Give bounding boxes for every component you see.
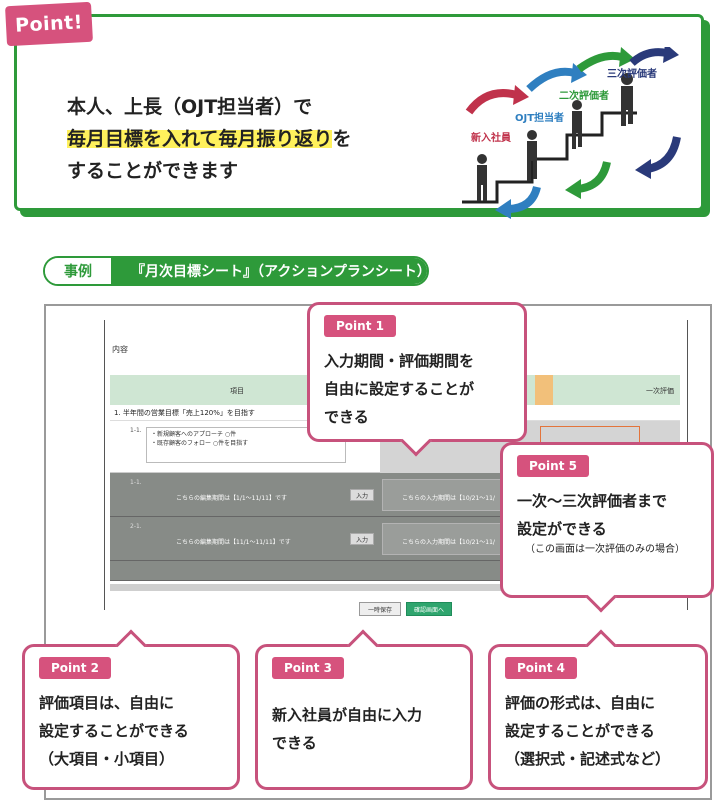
case-title: 『月次目標シート』（アクションプランシート） <box>111 258 427 284</box>
label-new-employee: 新入社員 <box>471 133 511 144</box>
callout-point3: Point 3 新入社員が自由に入力 できる <box>255 644 473 790</box>
person-figures <box>477 73 633 201</box>
header-eval: 一次評価 <box>646 387 674 395</box>
highlighted-text: 毎月目標を入れて毎月振り返り <box>67 128 333 150</box>
confirm-button[interactable]: 確認画面へ <box>406 602 452 616</box>
input-button[interactable]: 入力 <box>350 489 374 501</box>
career-stairs-illustration: 新入社員 OJT担当者 二次評価者 三次評価者 <box>457 43 707 222</box>
label-ojt: OJT担当者 <box>515 113 565 124</box>
header-item: 項目 <box>230 387 244 395</box>
callout-point4: Point 4 評価の形式は、自由に 設定することができる （選択式・記述式など… <box>488 644 708 790</box>
point-tag: Point! <box>5 1 93 47</box>
case-heading: 事例 『月次目標シート』（アクションプランシート） <box>43 256 429 286</box>
label-second: 二次評価者 <box>559 91 609 102</box>
intro-text: 本人、上長（OJT担当者）で 毎月目標を入れて毎月振り返りを することができます <box>67 96 352 182</box>
red-arrow <box>465 89 519 115</box>
horizontal-scrollbar[interactable] <box>110 584 680 591</box>
case-tag: 事例 <box>45 258 111 284</box>
label-third: 三次評価者 <box>607 69 657 80</box>
blue-arrow <box>526 67 577 92</box>
save-draft-button[interactable]: 一時保存 <box>359 602 401 616</box>
callout-point1: Point 1 入力期間・評価期間を 自由に設定することが できる <box>307 302 527 442</box>
stairs-svg <box>462 43 681 219</box>
input-button[interactable]: 入力 <box>350 533 374 545</box>
callout-point5: Point 5 一次〜三次評価者まで 設定ができる （この画面は一次評価のみの場… <box>500 442 714 598</box>
green-arrow <box>576 51 623 73</box>
intro-card: 本人、上長（OJT担当者）で 毎月目標を入れて毎月振り返りを することができます <box>14 14 704 219</box>
navy-arrow <box>629 48 668 67</box>
section-title: 内容 <box>112 345 128 354</box>
callout-point2: Point 2 評価項目は、自由に 設定することができる （大項目・小項目） <box>22 644 240 790</box>
memo-textarea[interactable]: ・新規顧客へのアプローチ ○件 ・既存顧客のフォロー ○件を目指す <box>146 427 346 463</box>
